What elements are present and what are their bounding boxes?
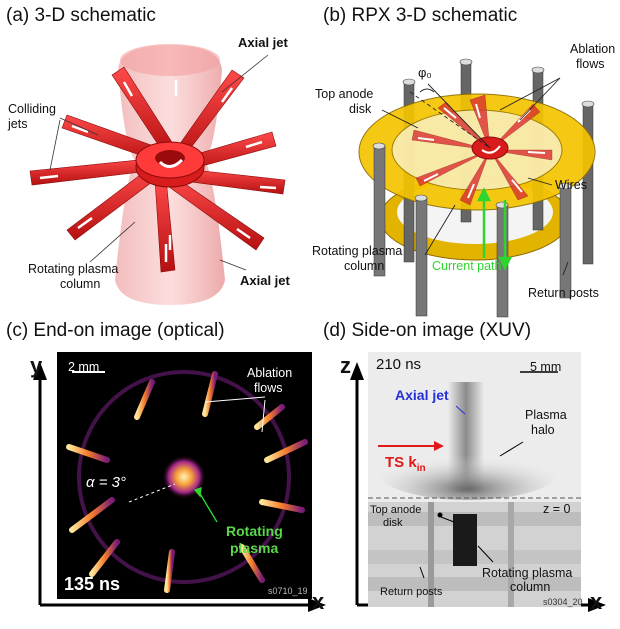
panel-d-plasma-2: halo [531, 423, 555, 437]
panel-d-top-anode-1: Top anode [370, 504, 422, 516]
panel-c-rotating-2: plasma [230, 540, 279, 556]
panel-a-colliding-label-1: Colliding [8, 102, 56, 116]
panel-d-image [368, 352, 581, 607]
panel-d-x-axis-label: x [590, 589, 603, 614]
panel-d-return-posts: Return posts [380, 586, 443, 598]
panel-b-ablation-2: flows [576, 57, 605, 71]
panel-c-axes [33, 362, 326, 612]
panel-d-ts-sub: in [416, 463, 426, 474]
panel-b-ablation-1: Ablation [570, 42, 616, 56]
panel-c-x-axis-label: x [312, 589, 325, 614]
panel-b-top-anode-1: Top anode [315, 87, 374, 101]
panel-b-schematic [358, 58, 596, 318]
panel-c-rotating-1: Rotating [226, 523, 283, 539]
panel-c-title: (c) End-on image (optical) [6, 320, 225, 341]
panel-b-wires: Wires [555, 178, 587, 192]
panel-c-alpha: α = 3° [86, 474, 126, 491]
panel-c-ablation-2: flows [254, 381, 283, 395]
panel-d-z-axis-label: z [340, 353, 351, 378]
panel-c-image [57, 352, 312, 599]
panel-d-z0: z = 0 [543, 502, 571, 516]
panel-a-title: (a) 3-D schematic [6, 5, 156, 26]
panel-c-shot: s0710_19 [268, 586, 308, 596]
panel-c-scale: 2 mm [68, 360, 100, 374]
panel-c-y-axis-label: y [30, 353, 43, 378]
panel-c-time: 135 ns [64, 574, 121, 594]
panel-c-ablation-1: Ablation [247, 366, 293, 380]
panel-a-rotating-label-1: Rotating plasma [28, 262, 119, 276]
panel-a-rotating-label-2: column [60, 277, 101, 291]
panel-d-axial-jet: Axial jet [395, 387, 449, 403]
panel-b-title: (b) RPX 3-D schematic [323, 5, 518, 26]
panel-b-current-path: Current path [432, 259, 502, 273]
panel-b-rotating-1: Rotating plasma [312, 244, 403, 258]
panel-d-time: 210 ns [376, 356, 422, 373]
panel-b-return-posts: Return posts [528, 286, 599, 300]
panel-d-plasma-1: Plasma [525, 408, 567, 422]
panel-a-axial-jet-top: Axial jet [238, 35, 288, 50]
panel-b-top-anode-2: disk [349, 102, 372, 116]
panel-d-rotating-2: column [510, 580, 551, 594]
panel-a-colliding-label-2: jets [8, 117, 28, 131]
panel-a-axial-jet-bottom: Axial jet [240, 273, 290, 288]
panel-d-top-anode-2: disk [383, 517, 403, 529]
panel-d-ts-label: TS kin [385, 454, 426, 477]
panel-a-schematic [29, 44, 286, 305]
panel-b-rotating-2: column [344, 259, 385, 273]
panel-d-ts-text: TS k [385, 454, 417, 471]
panel-d-scale: 5 mm [530, 360, 562, 374]
panel-d-rotating-1: Rotating plasma [482, 566, 573, 580]
panel-b-phi: φ₀ [418, 65, 432, 80]
panel-d-shot: s0304_20 [543, 597, 583, 607]
panel-d-title: (d) Side-on image (XUV) [323, 320, 532, 341]
